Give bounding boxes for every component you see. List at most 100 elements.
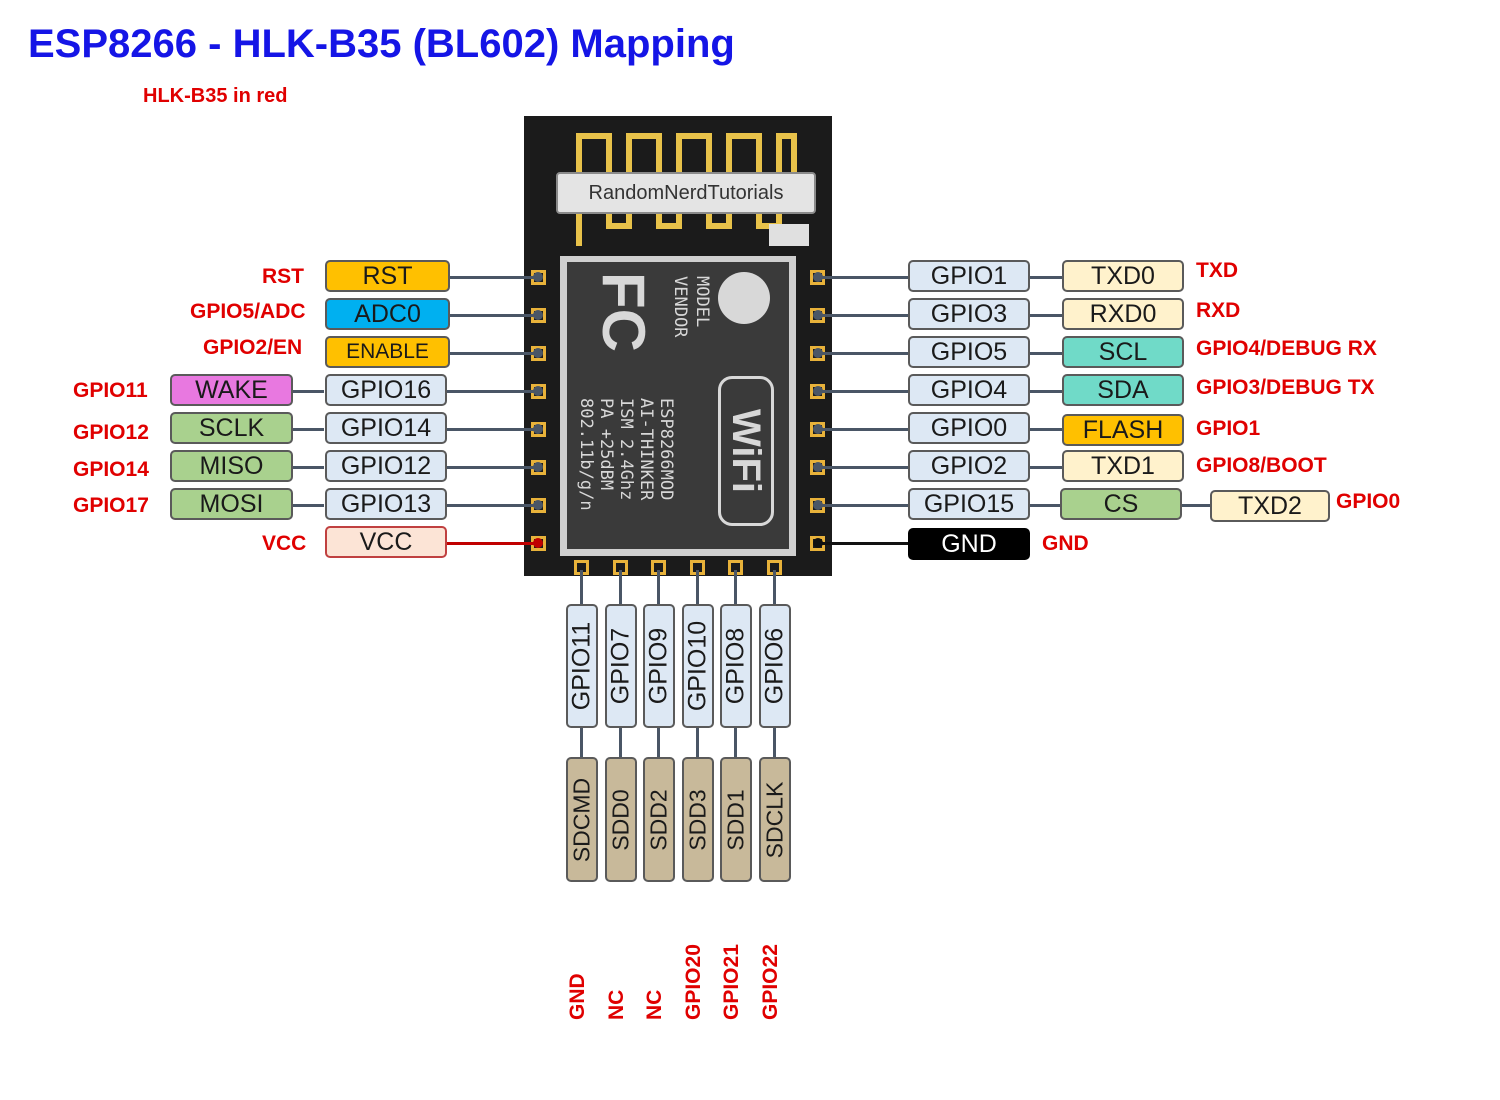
pin-txd0: TXD0 — [1062, 260, 1184, 292]
wire — [446, 390, 536, 393]
pin-gpio14: GPIO14 — [325, 412, 447, 444]
wire — [580, 570, 583, 606]
wire — [446, 466, 536, 469]
pin-label: GPIO10 — [683, 620, 712, 712]
hlk-label-gpio1: GPIO1 — [1196, 417, 1261, 440]
pin-label: SDD0 — [607, 788, 634, 851]
hlk-label-bottom-nc1: NC — [605, 896, 635, 1020]
wire — [773, 570, 776, 606]
chip-marking-4: PA +25dBM — [596, 398, 616, 491]
subtitle: HLK-B35 in red — [143, 85, 288, 107]
hlk-label-gpio12: GPIO12 — [73, 421, 149, 444]
pin-sdd2: SDD2 — [643, 757, 675, 882]
wire — [292, 466, 324, 469]
wire — [734, 570, 737, 606]
wire — [450, 276, 536, 279]
hlk-label-bottom-gpio21: GPIO21 — [720, 896, 750, 1020]
pin-dot — [813, 424, 823, 434]
wire — [446, 504, 536, 507]
hlk-label: GPIO20 — [682, 944, 705, 1020]
wire — [822, 390, 908, 393]
wire — [446, 428, 536, 431]
pin-dot — [533, 386, 543, 396]
wire — [1030, 276, 1062, 279]
pin-gpio7: GPIO7 — [605, 604, 637, 728]
pin-mosi: MOSI — [170, 488, 293, 520]
hlk-label-gpio4-debug-rx: GPIO4/DEBUG RX — [1196, 337, 1377, 360]
pin-dot — [813, 272, 823, 282]
wire — [1030, 466, 1062, 469]
pin-sclk: SCLK — [170, 412, 293, 444]
wire — [822, 276, 908, 279]
pin-dot — [533, 348, 543, 358]
pin-dot — [813, 462, 823, 472]
gnd-wire — [822, 542, 908, 545]
pin-dot — [813, 348, 823, 358]
wire — [292, 428, 324, 431]
pin-label: GPIO9 — [644, 627, 673, 705]
pin-sda: SDA — [1062, 374, 1184, 406]
hlk-label-gpio5-adc: GPIO5/ADC — [190, 300, 306, 323]
pin-wake: WAKE — [170, 374, 293, 406]
wire — [1030, 390, 1062, 393]
hlk-label-gpio17: GPIO17 — [73, 494, 149, 517]
wire — [822, 352, 908, 355]
wire — [1030, 352, 1062, 355]
wire — [1030, 504, 1062, 507]
pin-sdclk: SDCLK — [759, 757, 791, 882]
pin-gpio10: GPIO10 — [682, 604, 714, 728]
chip-marking-3: ISM 2.4Ghz — [616, 398, 636, 501]
pin-dot — [813, 538, 823, 548]
pin-gpio8: GPIO8 — [720, 604, 752, 728]
pin-label: GPIO6 — [760, 627, 789, 705]
hlk-label-gpio3-debug-tx: GPIO3/DEBUG TX — [1196, 376, 1375, 399]
wire — [734, 727, 737, 759]
pin-gpio4: GPIO4 — [908, 374, 1030, 406]
wire — [1030, 428, 1062, 431]
chip-marking-1: ESP8266MOD — [656, 398, 676, 501]
wire — [822, 428, 908, 431]
hlk-label-gpio14: GPIO14 — [73, 458, 149, 481]
pin-gpio3: GPIO3 — [908, 298, 1030, 330]
pin-label: SDCLK — [761, 781, 788, 858]
wire — [450, 314, 536, 317]
pin-gnd: GND — [908, 528, 1030, 560]
pin-sdcmd: SDCMD — [566, 757, 598, 882]
pin-gpio15: GPIO15 — [908, 488, 1030, 520]
wifi-logo: WiFi — [718, 376, 774, 526]
hlk-label-bottom-gpio22: GPIO22 — [759, 896, 789, 1020]
hlk-label-bottom-gpio20: GPIO20 — [682, 896, 712, 1020]
fc-logo: FC — [590, 272, 657, 352]
pin-dot — [533, 310, 543, 320]
hlk-label: GPIO22 — [759, 944, 782, 1020]
hlk-label-gpio0: GPIO0 — [1336, 490, 1401, 513]
wire — [773, 727, 776, 759]
pin-gpio6: GPIO6 — [759, 604, 791, 728]
pin-cs: CS — [1060, 488, 1182, 520]
chip-marking-2: AI-THINKER — [636, 398, 656, 501]
vendor-text: VENDOR — [670, 276, 690, 338]
pin-sdd0: SDD0 — [605, 757, 637, 882]
pin-label: SDD2 — [645, 788, 672, 851]
pin-gpio12: GPIO12 — [325, 450, 447, 482]
wire — [292, 504, 324, 507]
hlk-label-gpio2-en: GPIO2/EN — [203, 336, 303, 359]
pin-label: SDD3 — [684, 788, 711, 851]
wire — [1182, 504, 1212, 507]
pin-gpio11-bottom: GPIO11 — [566, 604, 598, 728]
pin-label: GPIO11 — [567, 621, 596, 711]
pin-gpio0: GPIO0 — [908, 412, 1030, 444]
espressif-logo — [718, 272, 770, 324]
wire — [696, 570, 699, 606]
hlk-label-rst: RST — [262, 265, 304, 288]
pin-dot — [533, 462, 543, 472]
pin-scl: SCL — [1062, 336, 1184, 368]
wire — [450, 352, 536, 355]
hlk-label-gpio11: GPIO11 — [73, 379, 148, 402]
pin-miso: MISO — [170, 450, 293, 482]
wire — [292, 390, 324, 393]
wire — [619, 727, 622, 759]
pin-dot — [533, 272, 543, 282]
model-text: MODEL — [692, 276, 712, 328]
pin-vcc: VCC — [325, 526, 447, 558]
